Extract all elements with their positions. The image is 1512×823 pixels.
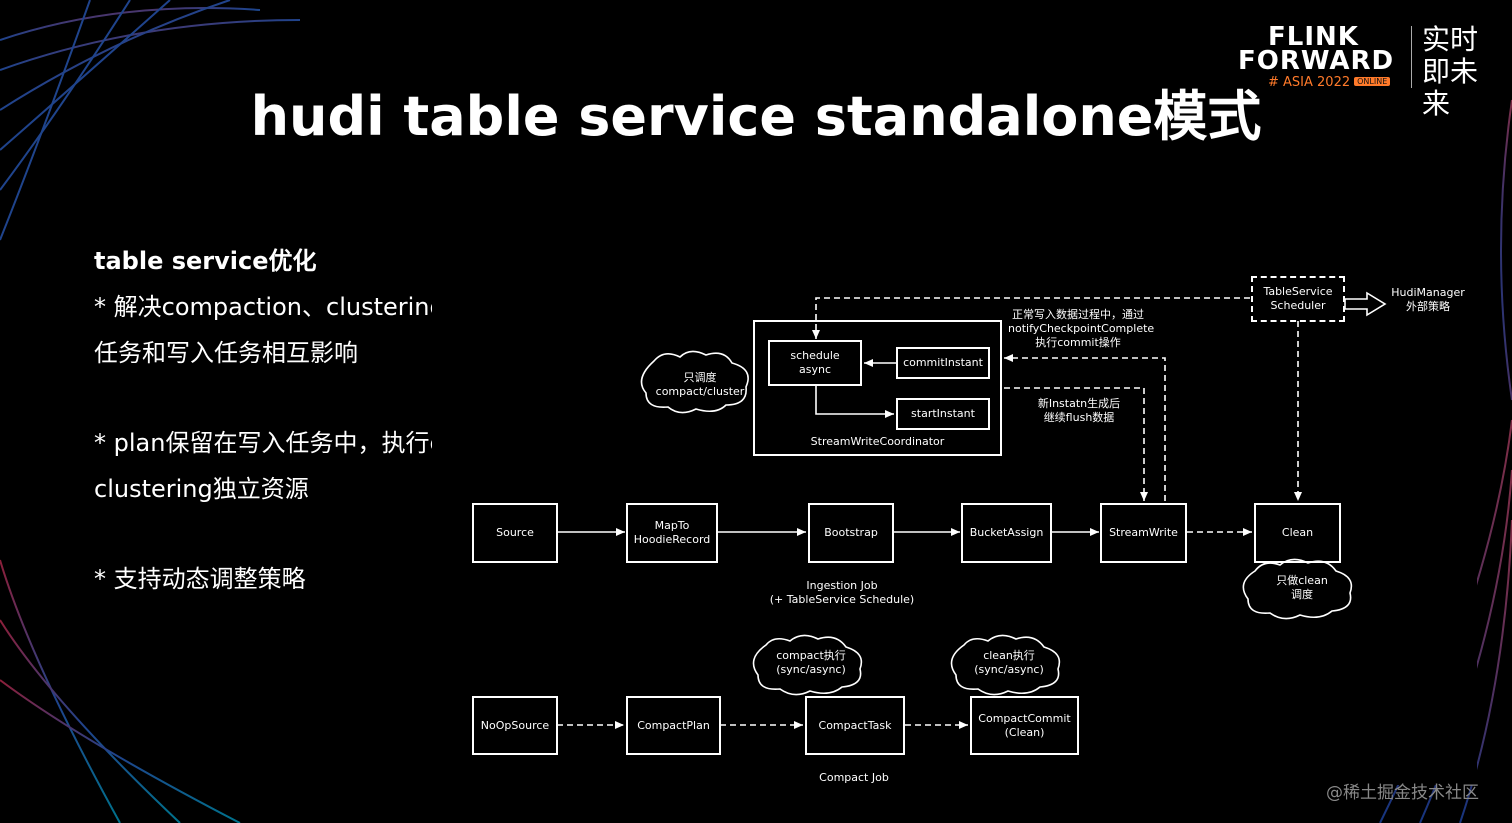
- ingestion-line2: (+ TableService Schedule): [769, 593, 915, 606]
- cloud-compact-text: compact执行 (sync/async): [758, 649, 864, 677]
- tableservice-scheduler-box: TableService Scheduler: [1251, 276, 1345, 322]
- scheduler-label: Scheduler: [1270, 299, 1326, 312]
- hudimanager-line1: HudiManager: [1391, 286, 1465, 299]
- async-label: async: [798, 363, 831, 376]
- hudimanager-text: HudiManager 外部策略: [1388, 286, 1468, 314]
- stream-write-coordinator-box: StreamWriteCoordinator: [753, 320, 1002, 456]
- commit-note: 正常写入数据过程中，通过 notifyCheckpointComplete 执行…: [1008, 308, 1155, 350]
- bullet-1-line2: 任务和写入任务相互影响: [94, 339, 358, 367]
- cloud-clean-line2: 调度: [1291, 588, 1313, 601]
- schedule-label: schedule: [790, 349, 840, 362]
- instant-note-line1: 新Instatn生成后: [1037, 397, 1121, 410]
- compactcommit-label: CompactCommit: [978, 711, 1071, 725]
- compactplan-box: CompactPlan: [626, 696, 721, 755]
- tableservice-label: TableService: [1263, 285, 1333, 298]
- ingestion-line1: Ingestion Job: [806, 579, 878, 592]
- bootstrap-box: Bootstrap: [808, 503, 894, 563]
- coordinator-label: StreamWriteCoordinator: [810, 435, 945, 448]
- diagram-connectors: [557, 291, 1387, 729]
- cloud-schedule-line1: 只调度: [683, 371, 717, 384]
- cloud-schedule-line2: compact/cluster: [655, 385, 745, 398]
- compactcommit-box: CompactCommit (Clean): [970, 696, 1079, 755]
- instant-note-line2: 继续flush数据: [1043, 411, 1115, 424]
- compact-job-label: Compact Job: [819, 771, 889, 784]
- schedule-async-box: schedule async: [768, 340, 862, 386]
- instant-note: 新Instatn生成后 继续flush数据: [1024, 397, 1134, 425]
- logo-line2: FORWARD: [1238, 46, 1395, 76]
- cloud-compact-line2: (sync/async): [776, 663, 846, 676]
- cloud-cleanexec-text: clean执行 (sync/async): [956, 649, 1062, 677]
- page-title: hudi table service standalone模式: [250, 85, 1262, 148]
- commit-note-line3: 执行commit操作: [1035, 336, 1121, 349]
- source-box: Source: [472, 503, 558, 563]
- compacttask-box: CompactTask: [805, 696, 905, 755]
- clean-box: Clean: [1254, 503, 1341, 563]
- commit-note-line2: notifyCheckpointComplete: [1008, 322, 1155, 335]
- mapto-label: MapTo: [654, 519, 690, 532]
- streamwrite-box: StreamWrite: [1100, 503, 1187, 563]
- cloud-compact-line1: compact执行: [776, 649, 846, 662]
- section-heading: table service优化: [94, 247, 317, 275]
- watermark: @稀土掘金技术社区: [1326, 783, 1479, 803]
- commit-instant-box: commitInstant: [896, 347, 990, 379]
- hoodierecord-label: HoodieRecord: [633, 533, 711, 546]
- compactcommit-clean-label: (Clean): [1004, 725, 1045, 739]
- cloud-schedule-text: 只调度 compact/cluster: [644, 371, 756, 399]
- cloud-cleanexec-line1: clean执行: [983, 649, 1035, 662]
- logo-year: # ASIA 2022: [1268, 75, 1351, 90]
- commit-note-line1: 正常写入数据过程中，通过: [1012, 308, 1144, 321]
- logo-line1: FLINK: [1268, 22, 1359, 52]
- start-instant-box: startInstant: [896, 398, 990, 430]
- cloud-clean-text: 只做clean 调度: [1250, 574, 1354, 602]
- bucketassign-box: BucketAssign: [961, 503, 1052, 563]
- bullet-2-line2: clustering独立资源: [94, 475, 309, 503]
- hudimanager-line2: 外部策略: [1406, 300, 1450, 313]
- logo-slogan: 实时即未来: [1422, 23, 1479, 120]
- mapto-hoodierecord-box: MapTo HoodieRecord: [626, 503, 718, 563]
- logo-badge: ONLINE: [1354, 77, 1391, 86]
- ingestion-job-label: Ingestion Job (+ TableService Schedule): [752, 579, 932, 607]
- cloud-clean-line1: 只做clean: [1276, 574, 1328, 587]
- noopsource-box: NoOpSource: [472, 696, 558, 755]
- architecture-diagram: StreamWriteCoordinator schedule async co…: [432, 263, 1477, 785]
- cloud-cleanexec-line2: (sync/async): [974, 663, 1044, 676]
- logo-divider: [1411, 26, 1412, 88]
- bullet-3: * 支持动态调整策略: [94, 565, 306, 593]
